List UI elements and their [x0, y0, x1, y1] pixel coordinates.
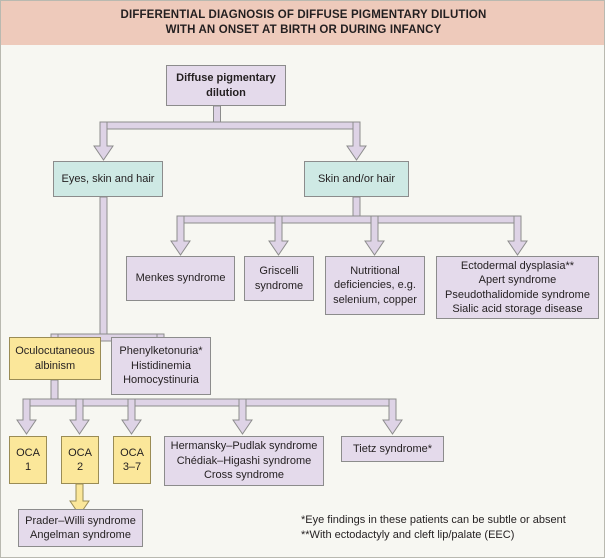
connector-oca-stem	[50, 379, 59, 400]
node-griscelli-syndrome[interactable]: Griscelli syndrome	[244, 256, 314, 301]
connector-to-oca2	[69, 398, 90, 435]
connector-to-nutritional	[364, 215, 385, 256]
connector-root-stem	[213, 105, 221, 123]
node-label: Phenylketonuria* Histidinemia Homocystin…	[119, 345, 203, 387]
node-menkes-syndrome[interactable]: Menkes syndrome	[126, 256, 235, 301]
connector-to-hermansky	[232, 398, 253, 435]
node-oculocutaneous-albinism[interactable]: Oculocutaneous albinism	[9, 337, 101, 380]
node-skin-and-or-hair[interactable]: Skin and/or hair	[304, 161, 409, 197]
node-oca-3-7[interactable]: OCA 3–7	[113, 436, 151, 484]
footnotes: *Eye findings in these patients can be s…	[301, 514, 566, 541]
node-label: OCA 2	[68, 446, 92, 474]
connector-to-skin-or-hair	[346, 121, 367, 161]
node-label: OCA 1	[16, 446, 40, 474]
chart-header-band: DIFFERENTIAL DIAGNOSIS OF DIFFUSE PIGMEN…	[1, 1, 604, 45]
connector-to-tietz	[382, 398, 403, 435]
node-label: Nutritional deficiencies, e.g. selenium,…	[333, 264, 417, 306]
node-metabolic-disorders[interactable]: Phenylketonuria* Histidinemia Homocystin…	[111, 337, 211, 395]
connector-to-oca37	[121, 398, 142, 435]
node-prader-willi-group[interactable]: Prader–Willi syndrome Angelman syndrome	[18, 509, 143, 547]
node-oca-1[interactable]: OCA 1	[9, 436, 47, 484]
node-label: OCA 3–7	[120, 446, 144, 474]
node-label: Skin and/or hair	[317, 172, 396, 185]
page-title: DIFFERENTIAL DIAGNOSIS OF DIFFUSE PIGMEN…	[120, 9, 487, 36]
connector-to-griscelli	[268, 215, 289, 256]
node-label: Eyes, skin and hair	[61, 172, 155, 185]
connector-skin-stem	[352, 196, 361, 217]
node-label: Menkes syndrome	[135, 272, 226, 285]
node-hermansky-pudlak-group[interactable]: Hermansky–Pudlak syndrome Chédiak–Higash…	[164, 436, 324, 486]
connector-to-eyes-skin-hair	[93, 121, 114, 161]
node-nutritional-deficiencies[interactable]: Nutritional deficiencies, e.g. selenium,…	[325, 256, 425, 315]
node-ectodermal-dysplasia-group[interactable]: Ectodermal dysplasia** Apert syndrome Ps…	[436, 256, 599, 319]
connector-eyes-stem	[99, 196, 108, 335]
node-label: Oculocutaneous albinism	[15, 345, 95, 372]
node-label: Prader–Willi syndrome Angelman syndrome	[25, 514, 136, 542]
connector-oca-bus	[22, 398, 397, 407]
connector-to-ectodermal	[507, 215, 528, 256]
node-diffuse-pigmentary-dilution[interactable]: Diffuse pigmentary dilution	[166, 65, 286, 106]
node-oca-2[interactable]: OCA 2	[61, 436, 99, 484]
node-eyes-skin-and-hair[interactable]: Eyes, skin and hair	[53, 161, 163, 197]
node-label: Griscelli syndrome	[254, 265, 304, 292]
node-label: Ectodermal dysplasia** Apert syndrome Ps…	[445, 259, 590, 316]
node-label: Diffuse pigmentary dilution	[176, 72, 276, 99]
connector-skin-bus	[176, 215, 522, 224]
node-tietz-syndrome[interactable]: Tietz syndrome*	[341, 436, 444, 462]
connector-to-oca1	[16, 398, 37, 435]
connector-to-menkes	[170, 215, 191, 256]
connector-root-bus	[99, 121, 361, 130]
node-label: Hermansky–Pudlak syndrome Chédiak–Higash…	[170, 440, 318, 482]
node-label: Tietz syndrome*	[352, 442, 433, 455]
